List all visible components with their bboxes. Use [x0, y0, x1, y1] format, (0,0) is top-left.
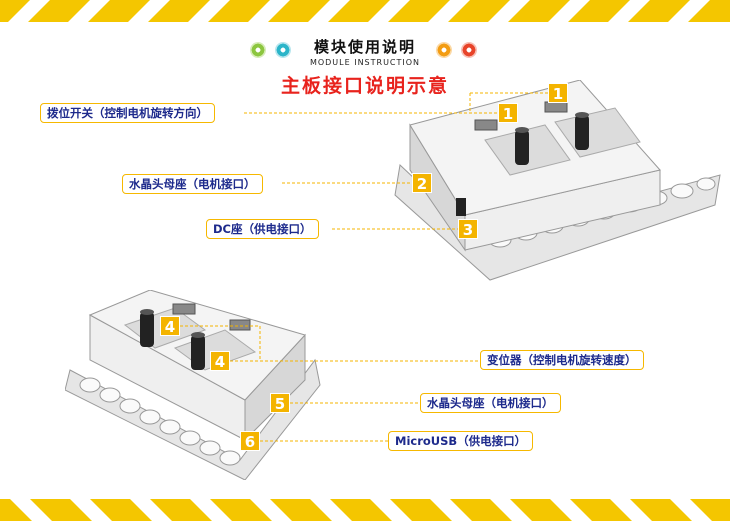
flower-icon-green: [250, 42, 266, 58]
label-dip-switch: 拨位开关（控制电机旋转方向）: [40, 103, 215, 123]
label-micro-usb: MicroUSB（供电接口）: [388, 431, 534, 451]
title-chinese: 模块使用说明: [313, 38, 416, 56]
badge-1-right: 1: [548, 83, 568, 103]
badge-6: 6: [240, 431, 260, 451]
subtitle: 主板接口说明示意: [280, 75, 449, 97]
top-stripe-band: [0, 0, 730, 22]
title-english: MODULE INSTRUCTION: [309, 58, 421, 67]
badge-1-left: 1: [498, 103, 518, 123]
badge-3: 3: [458, 219, 478, 239]
label-dc-socket: DC座（供电接口）: [206, 219, 319, 239]
label-crystal-socket-1: 水晶头母座（电机接口）: [122, 174, 263, 194]
flower-icon-red: [461, 42, 477, 58]
badge-4-top: 4: [160, 316, 180, 336]
flower-icon-orange: [436, 42, 452, 58]
board-top-view: [394, 80, 721, 281]
flower-icon-cyan: [275, 42, 291, 58]
bottom-stripe-band: [0, 499, 730, 521]
label-crystal-socket-2: 水晶头母座（电机接口）: [420, 393, 561, 413]
page-header: 模块使用说明 MODULE INSTRUCTION 主板接口说明示意: [0, 36, 730, 98]
badge-4-bottom: 4: [210, 351, 230, 371]
badge-2: 2: [412, 173, 432, 193]
label-potentiometer: 变位器（控制电机旋转速度）: [480, 350, 644, 370]
badge-5: 5: [270, 393, 290, 413]
